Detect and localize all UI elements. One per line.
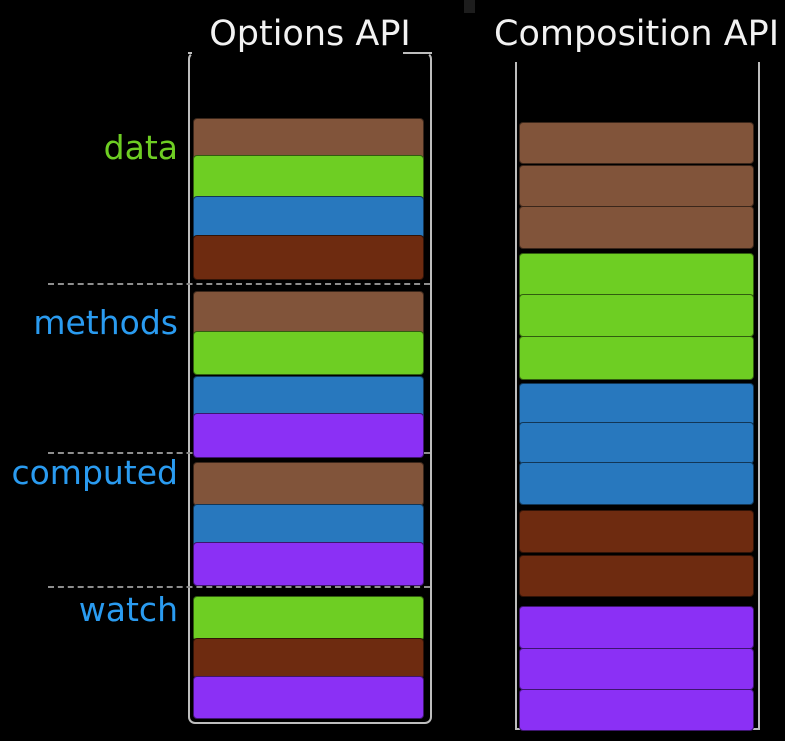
composition-api-bar-9 — [519, 510, 754, 553]
options-api-bar-6 — [193, 376, 424, 420]
composition-api-bar-3 — [519, 253, 754, 298]
section-label-data: data — [103, 128, 178, 167]
options-api-bar-12 — [193, 638, 424, 679]
options-api-frame — [188, 52, 432, 724]
options-api-bar-4 — [193, 291, 424, 336]
options-api-bar-1 — [193, 155, 424, 201]
options-api-frame-top-stub-right — [403, 52, 432, 54]
section-label-watch: watch — [78, 590, 178, 629]
options-api-bar-11 — [193, 596, 424, 641]
composition-api-frame-right-rail — [758, 62, 760, 730]
options-api-frame-top-stub-left — [188, 52, 192, 54]
options-api-bar-2 — [193, 196, 424, 239]
section-divider-2 — [48, 586, 430, 588]
options-api-bar-5 — [193, 331, 424, 375]
composition-api-frame-left-rail — [515, 62, 517, 730]
top-artifact — [464, 0, 475, 13]
composition-api-bar-4 — [519, 294, 754, 337]
options-api-bar-3 — [193, 235, 424, 280]
composition-api-bar-7 — [519, 422, 754, 464]
options-api-bar-8 — [193, 462, 424, 506]
section-divider-0 — [48, 283, 430, 285]
panel-title-options-api: Options API — [209, 14, 411, 54]
composition-api-bar-6 — [519, 383, 754, 426]
composition-api-bar-2 — [519, 206, 754, 249]
composition-api-bar-8 — [519, 462, 754, 505]
section-label-methods: methods — [33, 303, 178, 342]
options-api-bar-13 — [193, 676, 424, 719]
options-api-bar-9 — [193, 504, 424, 547]
composition-api-bar-12 — [519, 648, 754, 690]
composition-api-bar-1 — [519, 165, 754, 207]
section-label-computed: computed — [11, 453, 178, 492]
options-api-bar-7 — [193, 413, 424, 458]
panel-title-composition-api: Composition API — [494, 14, 780, 54]
composition-api-bar-13 — [519, 689, 754, 731]
composition-api-bar-10 — [519, 555, 754, 597]
options-api-bar-10 — [193, 542, 424, 586]
composition-api-bar-5 — [519, 336, 754, 380]
composition-api-bar-11 — [519, 606, 754, 649]
composition-api-bar-0 — [519, 122, 754, 164]
